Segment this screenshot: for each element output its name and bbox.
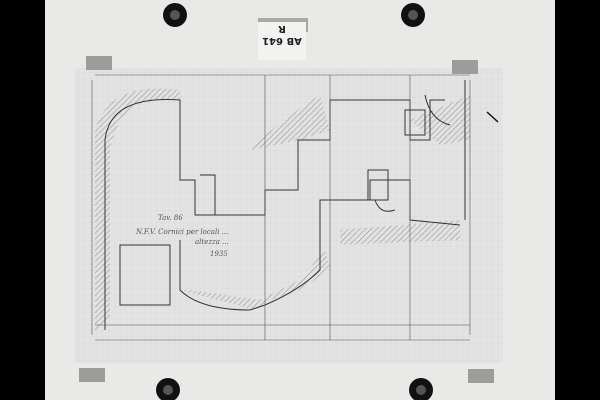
dimension-lines bbox=[91, 74, 499, 341]
height-note: altezza ... bbox=[195, 238, 229, 246]
profile-lines bbox=[104, 80, 466, 330]
sheet-number-note: Tav. 86 bbox=[158, 214, 183, 222]
drawing-title-note: N.F.V. Cornici per locali ... bbox=[136, 228, 229, 236]
archive-label: AB 641 R bbox=[258, 22, 306, 60]
year-note: 1935 bbox=[210, 250, 228, 258]
tape-pieces bbox=[79, 56, 494, 383]
pushpins bbox=[156, 3, 433, 400]
